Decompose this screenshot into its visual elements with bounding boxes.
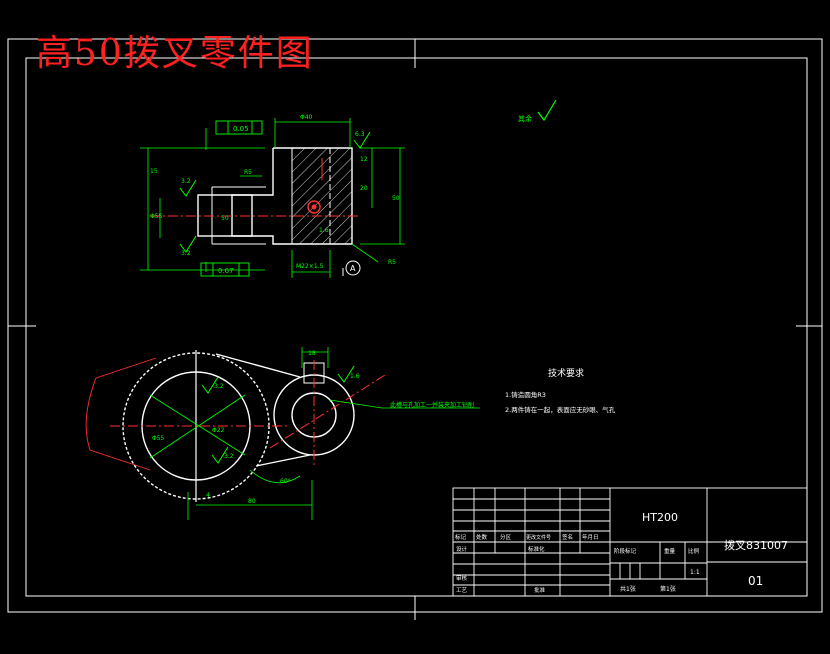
roughness-a: 3.2 <box>181 178 191 185</box>
slot-callout-note: 此槽与孔加工一并装夹加工钻削 <box>390 401 474 409</box>
header-cell-2: 分区 <box>500 533 512 541</box>
plan-roughness-2: 3.2 <box>224 453 234 460</box>
radius-top: R5 <box>244 169 252 176</box>
drawing-number: 01 <box>748 574 763 588</box>
tech-req-heading: 技术要求 <box>548 367 584 379</box>
roughness-c: 6.3 <box>355 131 365 138</box>
datum-label: A <box>350 264 356 273</box>
tolerance-top: 0.05 <box>233 125 249 133</box>
dim-center-distance: 80 <box>248 498 256 505</box>
dim-left-2: Φ55 <box>150 213 163 220</box>
radius-bottom: R5 <box>388 259 396 266</box>
roughness-b: 3.2 <box>181 250 191 257</box>
header-cell-5: 年月日 <box>582 533 599 541</box>
header-cell-1: 处数 <box>476 533 488 541</box>
dim-left-1: 15 <box>150 168 158 175</box>
plan-view: 3.2 3.2 1.6 Φ55 Φ22 18 60° 80 4 此槽与孔加工一并… <box>85 347 480 520</box>
stage-cell-1: 重量 <box>664 547 676 555</box>
inner-border <box>25 57 808 597</box>
dim-left-h: 50 <box>221 215 229 222</box>
dim-small-dia: Φ22 <box>212 427 225 434</box>
plan-roughness-3: 1.6 <box>350 373 360 380</box>
material-label: HT200 <box>642 511 678 524</box>
row-label-process: 工艺 <box>456 587 468 594</box>
dim-angle: 60° <box>280 478 291 485</box>
row-label-standard: 标准化 <box>528 545 545 553</box>
row-label-approve: 批准 <box>534 586 546 594</box>
tolerance-bottom: 0.07 <box>218 267 234 275</box>
dim-top-width: Φ40 <box>300 114 313 121</box>
header-cell-3: 更改文件号 <box>526 534 551 541</box>
section-view: 0.05 0.07 Φ40 50 R5 R5 3.2 3.2 6.3 1.6 M… <box>140 114 405 278</box>
tech-req-item-1: 1.铸造圆角R3 <box>505 390 546 399</box>
roughness-d: 1.6 <box>319 227 329 234</box>
roughness-general-label: 其余 <box>518 114 532 123</box>
header-cell-0: 标记 <box>455 533 467 541</box>
tech-req-item-2: 2.两件铸在一起，表面应无砂眼、气孔 <box>505 405 616 414</box>
dim-right-3: 50 <box>392 195 400 202</box>
dim-right-2: 20 <box>360 185 368 192</box>
sheet-total: 共1张 <box>620 585 636 593</box>
title-block <box>452 487 808 597</box>
dim-slot-width: 18 <box>308 350 316 357</box>
drawing-title: 高50拨叉零件图 <box>36 33 314 74</box>
dim-big-dia: Φ55 <box>152 435 165 442</box>
stage-cell-0: 阶段标记 <box>614 547 637 555</box>
scale-value: 1:1 <box>690 569 700 576</box>
part-name: 拨叉831007 <box>724 538 788 552</box>
plan-roughness-1: 3.2 <box>214 383 224 390</box>
thread-callout: M22×1.5 <box>296 263 324 270</box>
dim-right-1: 12 <box>360 156 368 163</box>
outer-border <box>7 38 823 613</box>
row-label-review: 审核 <box>456 574 468 582</box>
row-label-design: 设计 <box>456 545 468 553</box>
roughness-general-symbol <box>537 99 557 122</box>
stage-cell-2: 比例 <box>688 547 700 555</box>
dim-left-gap: 4 <box>206 492 210 499</box>
header-cell-4: 签名 <box>562 533 573 541</box>
sheet-current: 第1张 <box>660 585 676 593</box>
